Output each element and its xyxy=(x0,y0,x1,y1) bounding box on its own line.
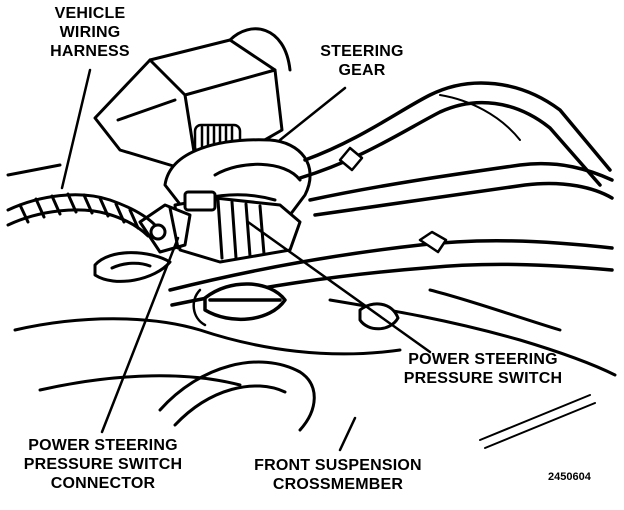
label-line: STEERING xyxy=(320,43,404,60)
steering-rack xyxy=(168,238,614,327)
figure-number: 2450604 xyxy=(548,471,591,483)
label-line: POWER STEERING xyxy=(28,437,178,454)
label-line: PRESSURE SWITCH xyxy=(23,456,183,473)
label-line: HARNESS xyxy=(50,43,130,60)
label-line: GEAR xyxy=(338,62,386,79)
switch-connector xyxy=(138,203,192,254)
leader-steering-gear xyxy=(278,86,347,142)
leader-pressure-switch xyxy=(246,220,432,354)
label-line: CONNECTOR xyxy=(50,475,156,492)
leader-crossmember xyxy=(338,416,357,452)
label-steering-gear: STEERING GEAR xyxy=(312,42,412,80)
label-line: CROSSMEMBER xyxy=(272,476,404,493)
label-pressure-switch: POWER STEERING PRESSURE SWITCH xyxy=(388,350,578,388)
label-crossmember: FRONT SUSPENSION CROSSMEMBER xyxy=(238,456,438,494)
label-vehicle-wiring-harness: VEHICLE WIRING HARNESS xyxy=(40,4,140,61)
label-line: WIRING xyxy=(59,24,121,41)
hydraulic-lines xyxy=(298,81,614,217)
pressure-switch-body xyxy=(173,190,302,264)
leader-wiring-harness xyxy=(60,68,92,190)
label-line: VEHICLE xyxy=(54,5,126,22)
leader-lines xyxy=(60,68,432,452)
leader-switch-connector xyxy=(100,236,180,434)
wiring-harness-cable xyxy=(6,163,157,238)
harness-bracket-loop xyxy=(93,251,172,283)
label-switch-connector: POWER STEERING PRESSURE SWITCH CONNECTOR xyxy=(8,436,198,493)
label-line: PRESSURE SWITCH xyxy=(403,370,563,387)
label-line: FRONT SUSPENSION xyxy=(254,457,422,474)
label-line: POWER STEERING xyxy=(408,351,558,368)
